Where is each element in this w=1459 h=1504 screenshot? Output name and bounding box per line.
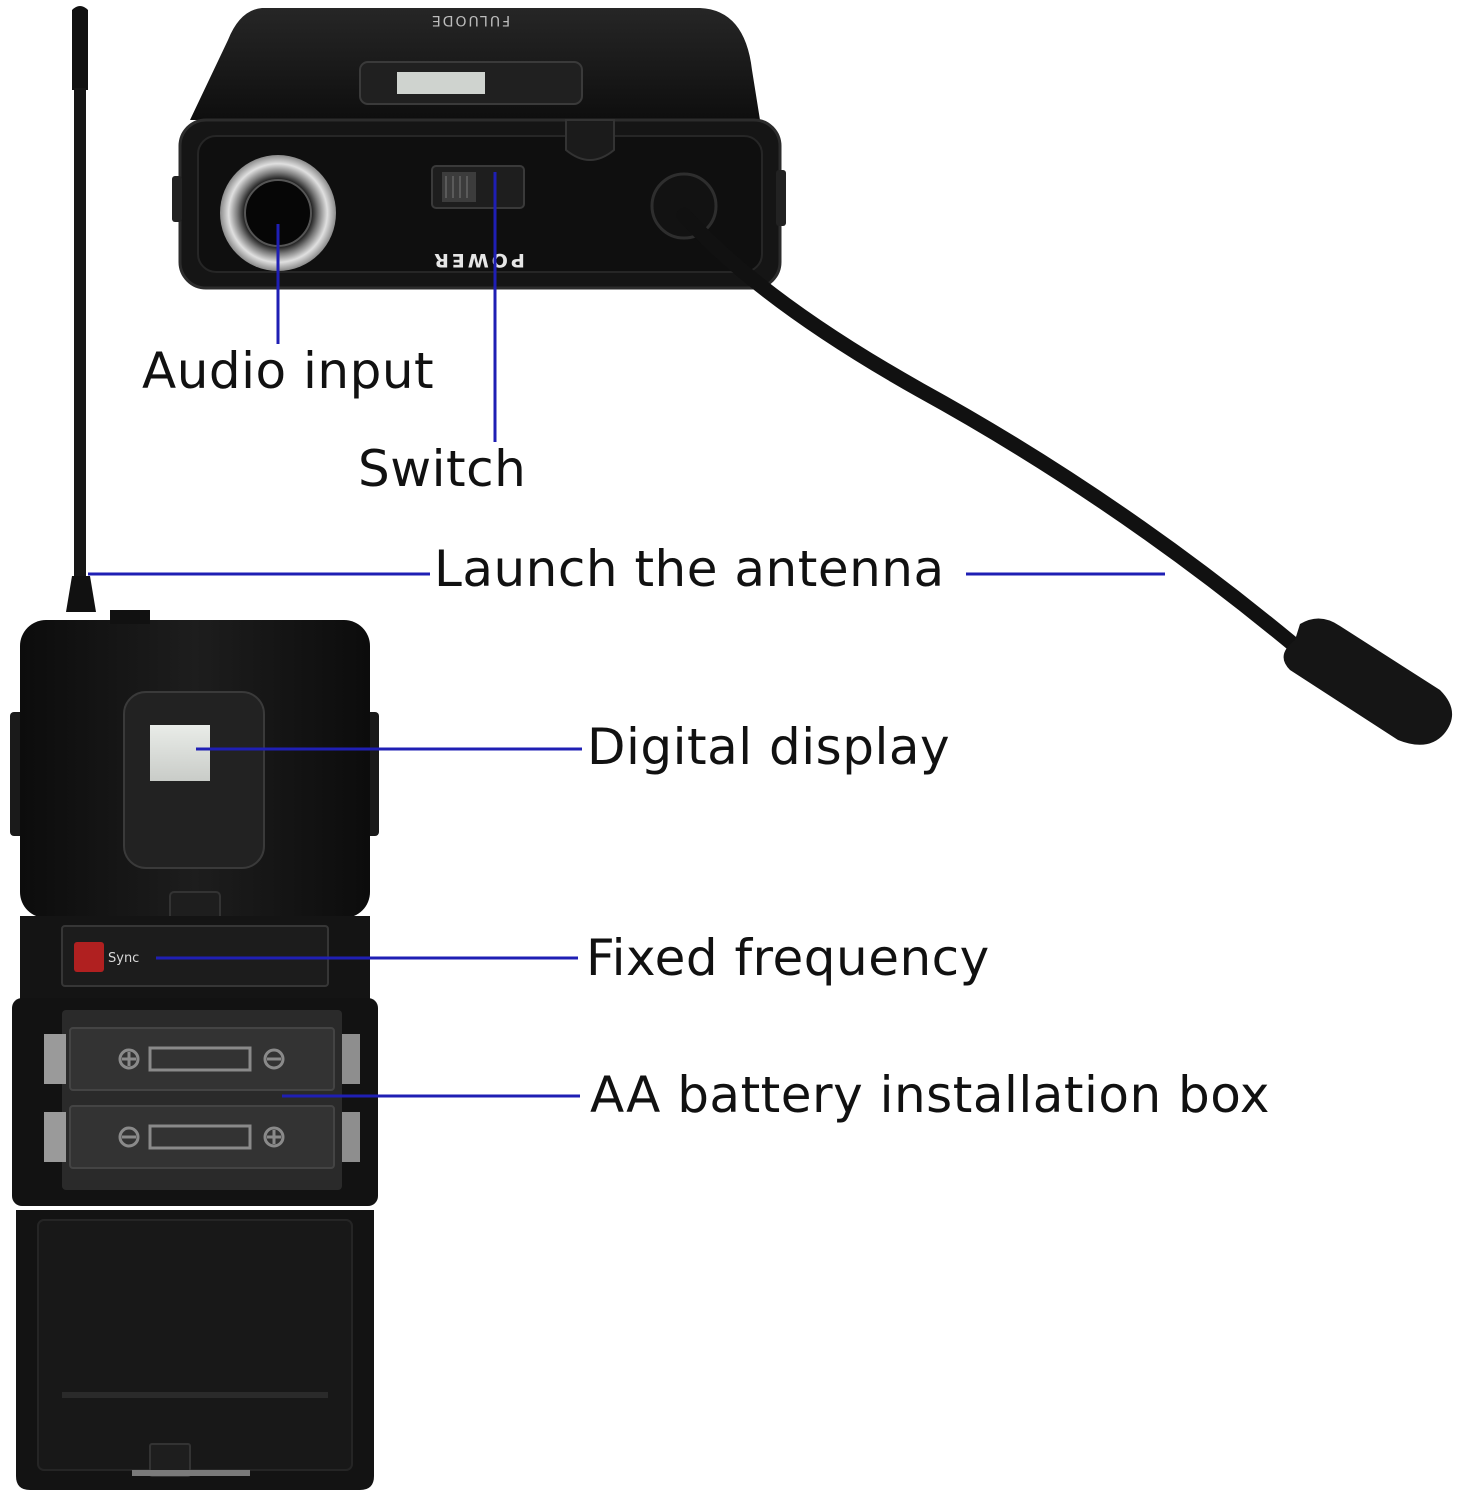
whip-antenna-base	[66, 576, 96, 612]
battery-contact-right-1	[342, 1034, 360, 1084]
battery-door-groove	[62, 1392, 328, 1398]
label-launch-antenna: Launch the antenna	[434, 540, 945, 598]
top-side-stub-left	[172, 176, 182, 222]
leader-lines	[88, 172, 1165, 1098]
gooseneck-antenna-tip	[1283, 618, 1453, 745]
battery-slot-2-markings	[118, 1124, 285, 1150]
top-ridge	[110, 610, 150, 624]
brand-text: FULUODE	[430, 12, 510, 28]
gooseneck-antenna-cable	[676, 207, 1308, 658]
top-transmitter: FULUODE POWER	[172, 8, 1453, 745]
front-transmitter: Sync	[10, 6, 379, 1490]
digital-display-screen	[150, 725, 210, 781]
battery-door-inner	[37, 1219, 353, 1471]
battery-slot-1	[69, 1027, 335, 1091]
battery-door-edge	[132, 1470, 250, 1476]
battery-slot-1-markings	[118, 1046, 285, 1072]
power-switch-grip	[445, 176, 468, 198]
whip-antenna	[74, 88, 86, 576]
battery-contact-left-1	[44, 1034, 66, 1084]
sync-label: Sync	[108, 951, 139, 966]
battery-slot-2	[69, 1105, 335, 1169]
sync-button[interactable]	[74, 942, 104, 972]
whip-antenna-cap	[72, 6, 88, 90]
battery-contact-left-2	[44, 1112, 66, 1162]
label-digital-display: Digital display	[587, 718, 951, 776]
battery-contact-right-2	[342, 1112, 360, 1162]
label-switch: Switch	[358, 440, 527, 498]
top-clip-notch	[565, 119, 615, 161]
top-side-stub-right	[776, 170, 786, 226]
label-battery-box: AA battery installation box	[590, 1066, 1270, 1124]
top-display-screen	[397, 72, 485, 94]
label-audio-input: Audio input	[142, 342, 435, 400]
power-label: POWER	[431, 249, 525, 271]
label-fixed-frequency: Fixed frequency	[586, 929, 990, 987]
sync-panel	[61, 925, 329, 987]
